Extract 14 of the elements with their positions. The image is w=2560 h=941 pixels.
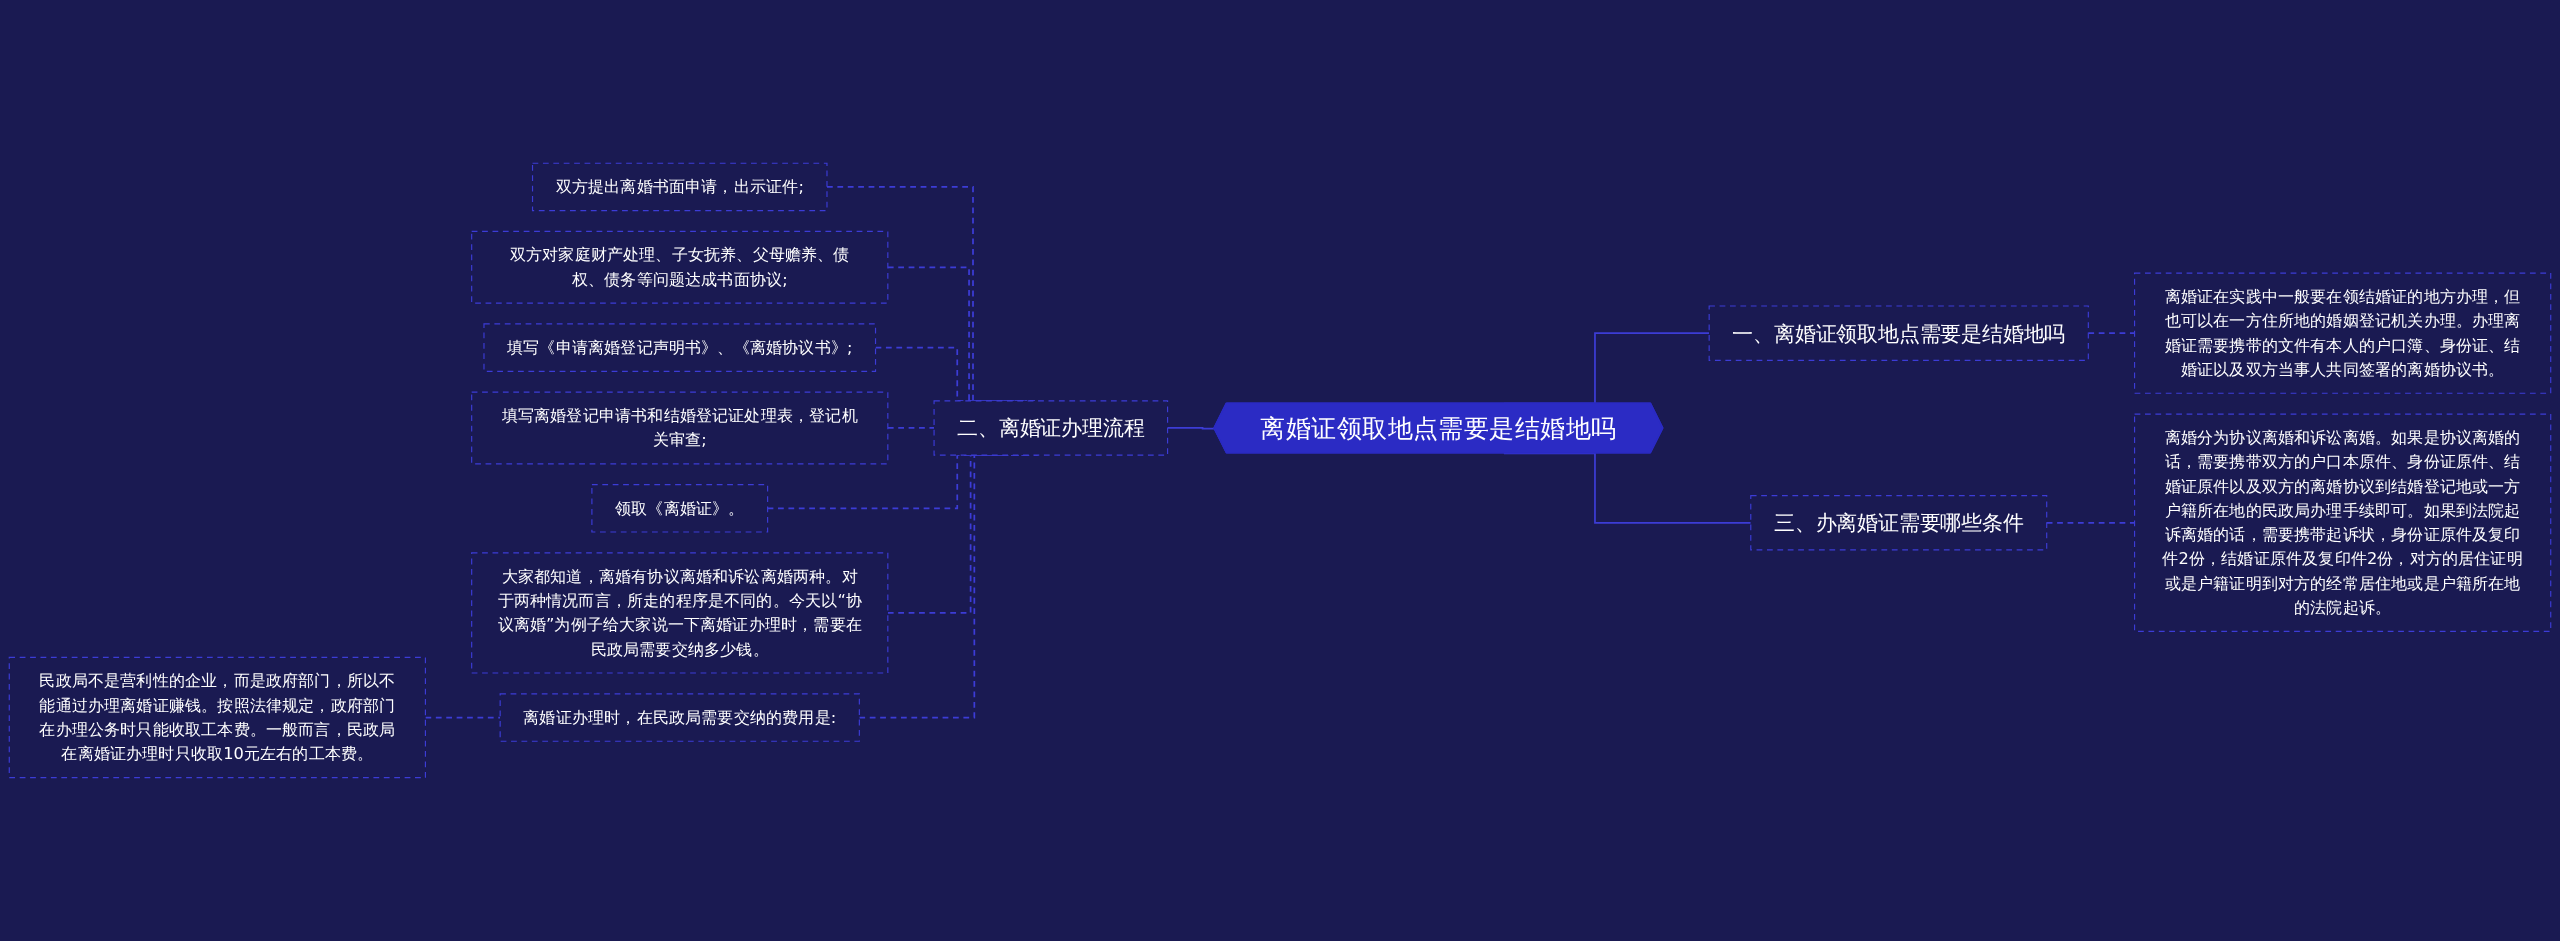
node-box: 二、离婚证办理流程 [933,400,1169,456]
node-box: 填写离婚登记申请书和结婚登记证处理表，登记机关审查; [471,391,889,465]
node-box: 填写《申请离婚登记声明书》、《离婚协议书》; [483,323,877,372]
node-box: 一、离婚证领取地点需要是结婚地吗 [1708,305,2089,361]
node-box: 双方提出离婚书面申请，出示证件; [531,162,828,212]
connector [424,716,502,719]
node-box: 离婚证在实践中一般要在领结婚证的地方办理，但也可以在一方住所地的婚姻登记机关办理。办理离婚证需要携带的文件有本人的户口簿、身份证、结婚证以及双方当事人共同签署的离婚协议书。 [2134,272,2552,394]
node-box: 民政局不是营利性的企业，而是政府部门，所以不能通过办理离婚证赚钱。按照法律规定，政府部门在办理公务时只能收取工本费。一般而言，民政局在离婚证办理时只收取10元左右的工本费。 [8,656,426,779]
node-box: 双方对家庭财产处理、子女抚养、父母赡养、债权、债务等问题达成书面协议; [471,230,889,304]
node-box: 领取《离婚证》。 [591,484,769,533]
node-box: 大家都知道，离婚有协议离婚和诉讼离婚两种。对于两种情况而言，所走的程序是不同的。今天以“协议离婚”为例子给大家说一下离婚证办理时，需要在民政局需要交纳多少钱。 [471,552,889,674]
node-box: 离婚证办理时，在民政局需要交纳的费用是: [499,693,860,742]
node-box: 三、办离婚证需要哪些条件 [1750,495,2048,551]
node-box: 离婚分为协议离婚和诉讼离婚。如果是协议离婚的话，需要携带双方的户口本原件、身份证原件、结婚证原件以及双方的离婚协议到结婚登记地或一方户籍所在地的民政局办理手续即可。如果到法院起诉离婚的话，需要携带起诉状，身份证原件及复印件2份，结婚证原件及复印件2份，对方的居住证明或是户籍证明到对方的经常居住地或是户籍所在地的法院起诉。 [2134,413,2552,633]
